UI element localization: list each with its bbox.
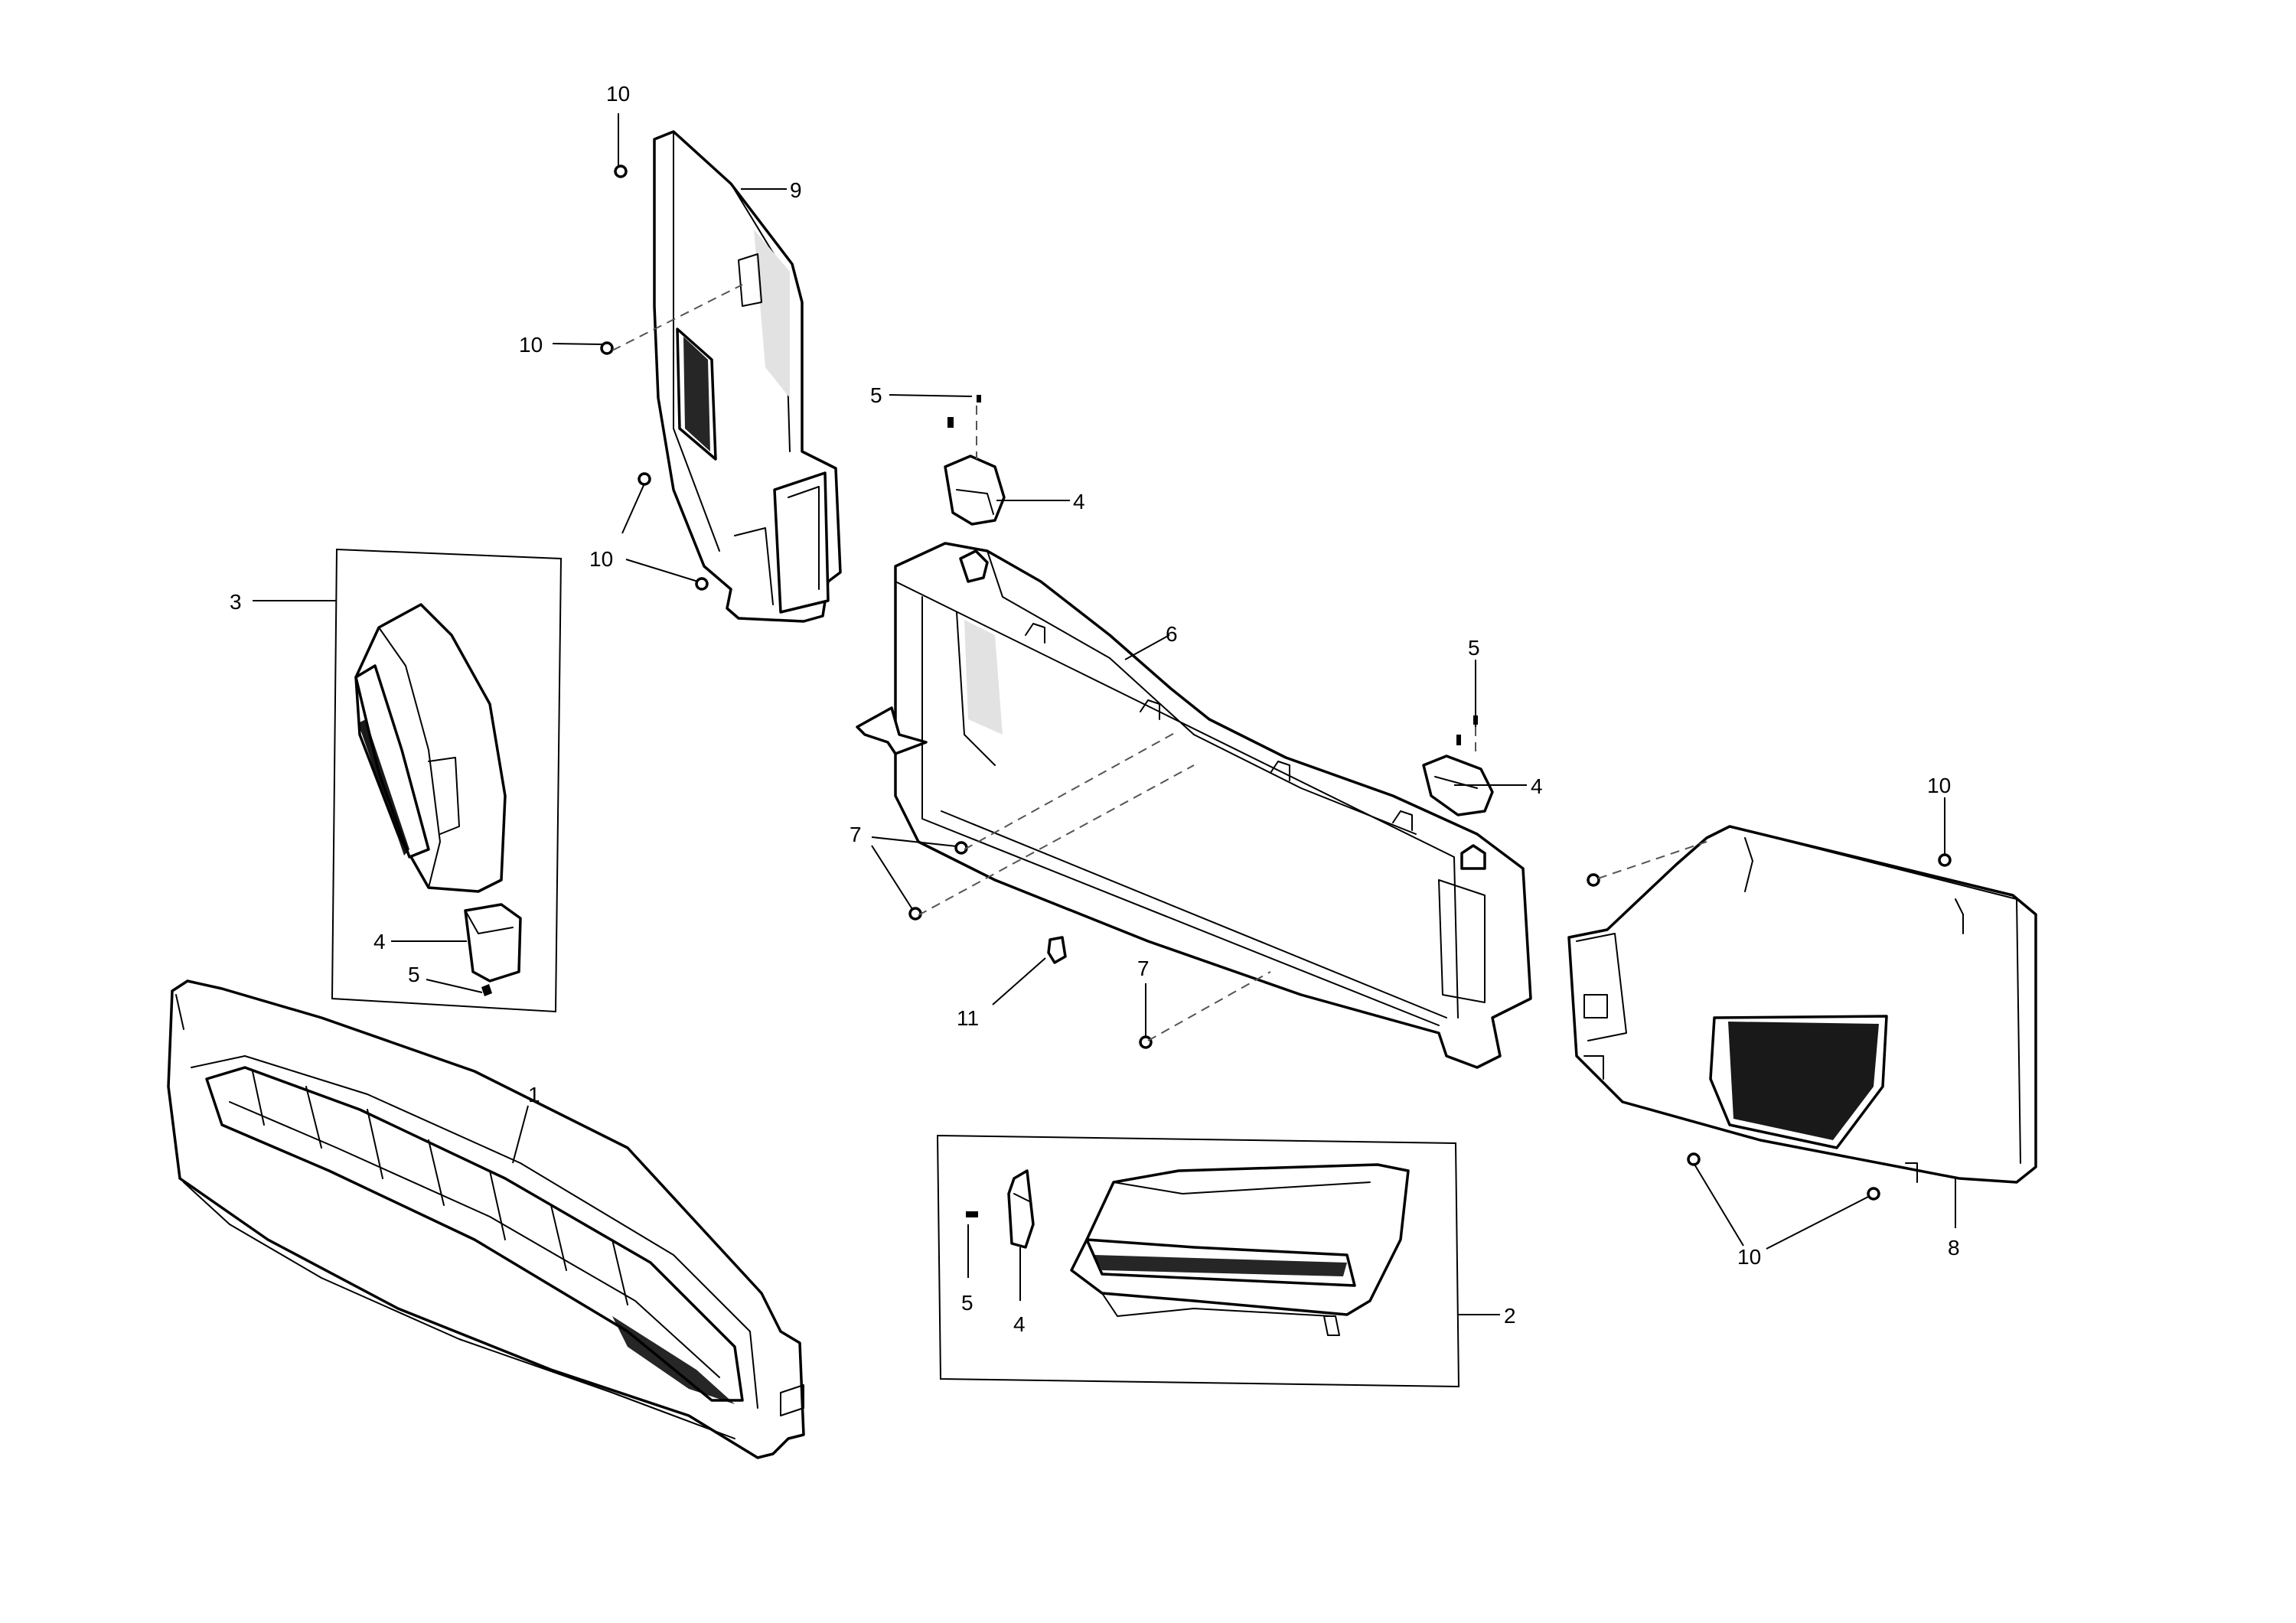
part-9-upper-duct: [653, 130, 842, 623]
callout-7: 7: [850, 823, 862, 846]
callout-10: 10: [589, 547, 613, 571]
callout-7: 7: [1137, 957, 1150, 980]
callout-11: 11: [957, 1006, 979, 1030]
part-8-right-duct: [1567, 825, 2037, 1184]
part-2-inset: [936, 1134, 1460, 1388]
callout-labels: 10 9 10 10 3 5 4 6 5 4 10 7 7 4 5 11 1 2…: [230, 82, 1960, 1336]
part-3-inset: [331, 548, 563, 1013]
callout-10: 10: [606, 82, 630, 106]
callout-4: 4: [1531, 774, 1543, 798]
callout-5: 5: [961, 1291, 974, 1315]
callout-8: 8: [1948, 1236, 1960, 1260]
callout-10: 10: [519, 333, 543, 357]
callout-9: 9: [790, 178, 802, 202]
alignment-lines: [612, 284, 1707, 1041]
callout-6: 6: [1166, 622, 1178, 646]
callout-2: 2: [1504, 1304, 1516, 1328]
part-1-lower-grille: [167, 979, 805, 1459]
part-4-actuator-top: [944, 395, 1006, 526]
part-6-center-duct: [856, 542, 1532, 1069]
callout-3: 3: [230, 590, 242, 614]
callout-5: 5: [408, 963, 420, 986]
callout-4: 4: [1013, 1312, 1026, 1336]
callout-5: 5: [1468, 636, 1480, 660]
callout-4: 4: [1073, 490, 1085, 513]
callout-5: 5: [870, 383, 882, 407]
fasteners: [600, 165, 1952, 1201]
part-4-actuator-right: [1422, 715, 1494, 816]
callout-10: 10: [1737, 1245, 1761, 1269]
part-11-clip: [1047, 936, 1067, 964]
callout-1: 1: [528, 1083, 540, 1106]
callout-10: 10: [1927, 774, 1951, 797]
callout-4: 4: [373, 930, 386, 953]
leader-lines: [253, 113, 1956, 1315]
